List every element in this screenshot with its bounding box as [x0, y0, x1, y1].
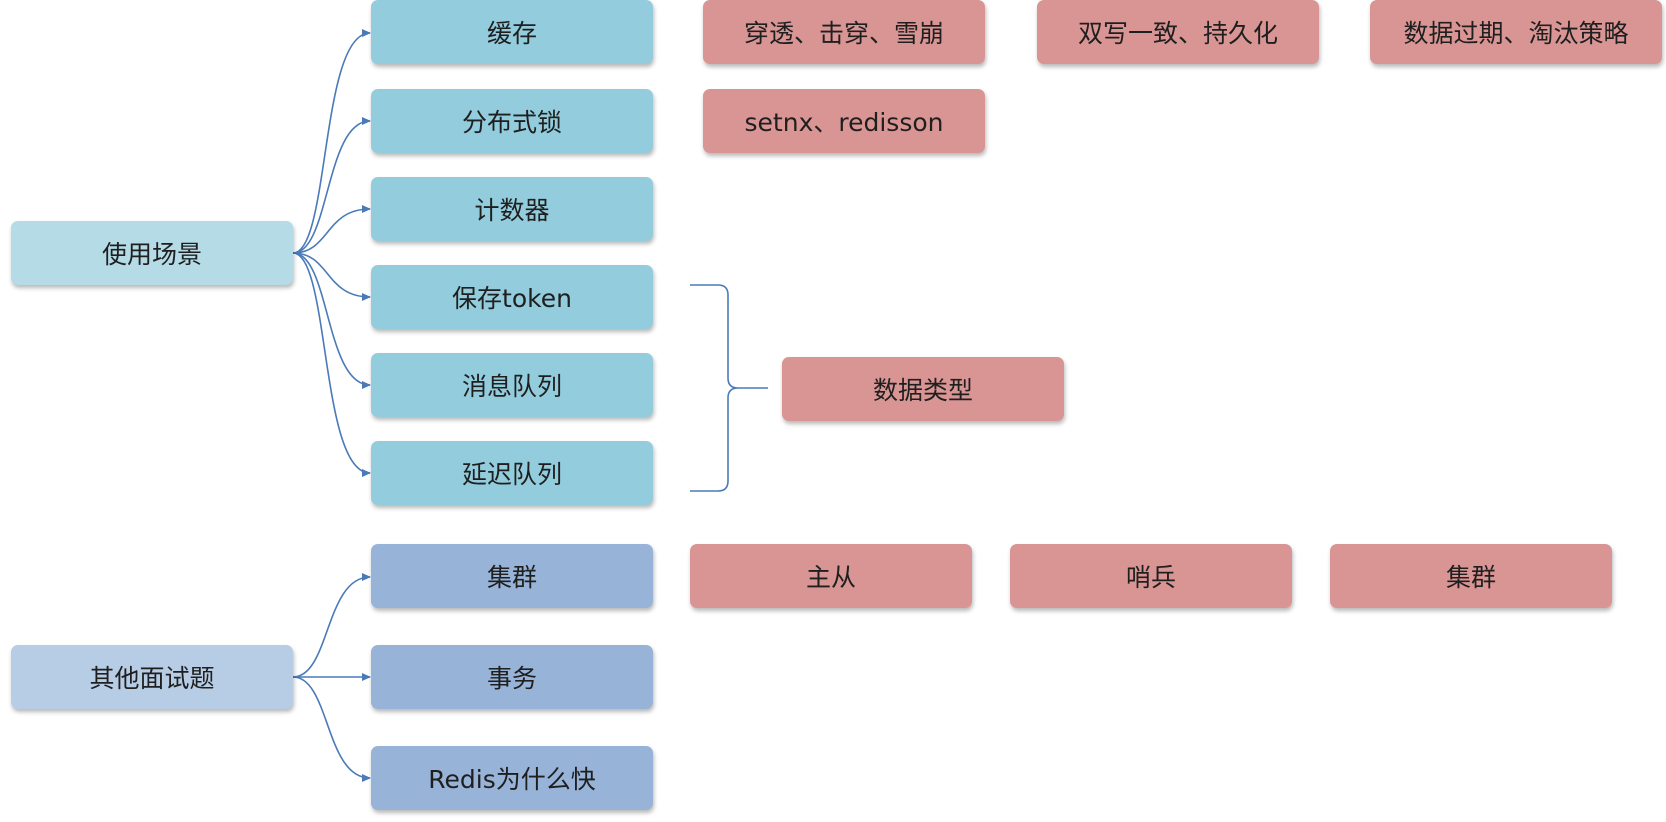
- connector-to-save-token: [292, 252, 371, 301]
- category-node-save-token: 保存token: [371, 265, 653, 329]
- category-node-counter: 计数器: [371, 177, 653, 241]
- detail-node-sentinel: 哨兵: [1010, 544, 1292, 608]
- data-types-bracket: [690, 284, 768, 492]
- connector-to-cache: [292, 29, 371, 254]
- category-node-why-fast: Redis为什么快: [371, 746, 653, 810]
- category-node-cache: 缓存: [371, 0, 653, 64]
- detail-node-cache-penetration: 穿透、击穿、雪崩: [703, 0, 985, 64]
- detail-node-cluster-mode: 集群: [1330, 544, 1612, 608]
- connector-to-message-queue: [292, 252, 371, 389]
- category-node-transaction: 事务: [371, 645, 653, 709]
- root-node-other-questions: 其他面试题: [11, 645, 293, 709]
- root-node-use-cases: 使用场景: [11, 221, 293, 285]
- category-node-distributed-lock: 分布式锁: [371, 89, 653, 153]
- connector-to-distributed-lock: [292, 117, 371, 254]
- category-node-delay-queue: 延迟队列: [371, 441, 653, 505]
- detail-node-master-slave: 主从: [690, 544, 972, 608]
- connector-to-delay-queue: [292, 252, 371, 477]
- category-node-cluster: 集群: [371, 544, 653, 608]
- connector-to-counter: [292, 205, 371, 254]
- category-node-message-queue: 消息队列: [371, 353, 653, 417]
- detail-node-lock-implementation: setnx、redisson: [703, 89, 985, 153]
- connector-to-cluster: [292, 573, 371, 678]
- detail-node-cache-expiration: 数据过期、淘汰策略: [1370, 0, 1662, 64]
- bracket-node-data-types: 数据类型: [782, 357, 1064, 421]
- detail-node-cache-consistency: 双写一致、持久化: [1037, 0, 1319, 64]
- connector-to-why-fast: [292, 676, 371, 782]
